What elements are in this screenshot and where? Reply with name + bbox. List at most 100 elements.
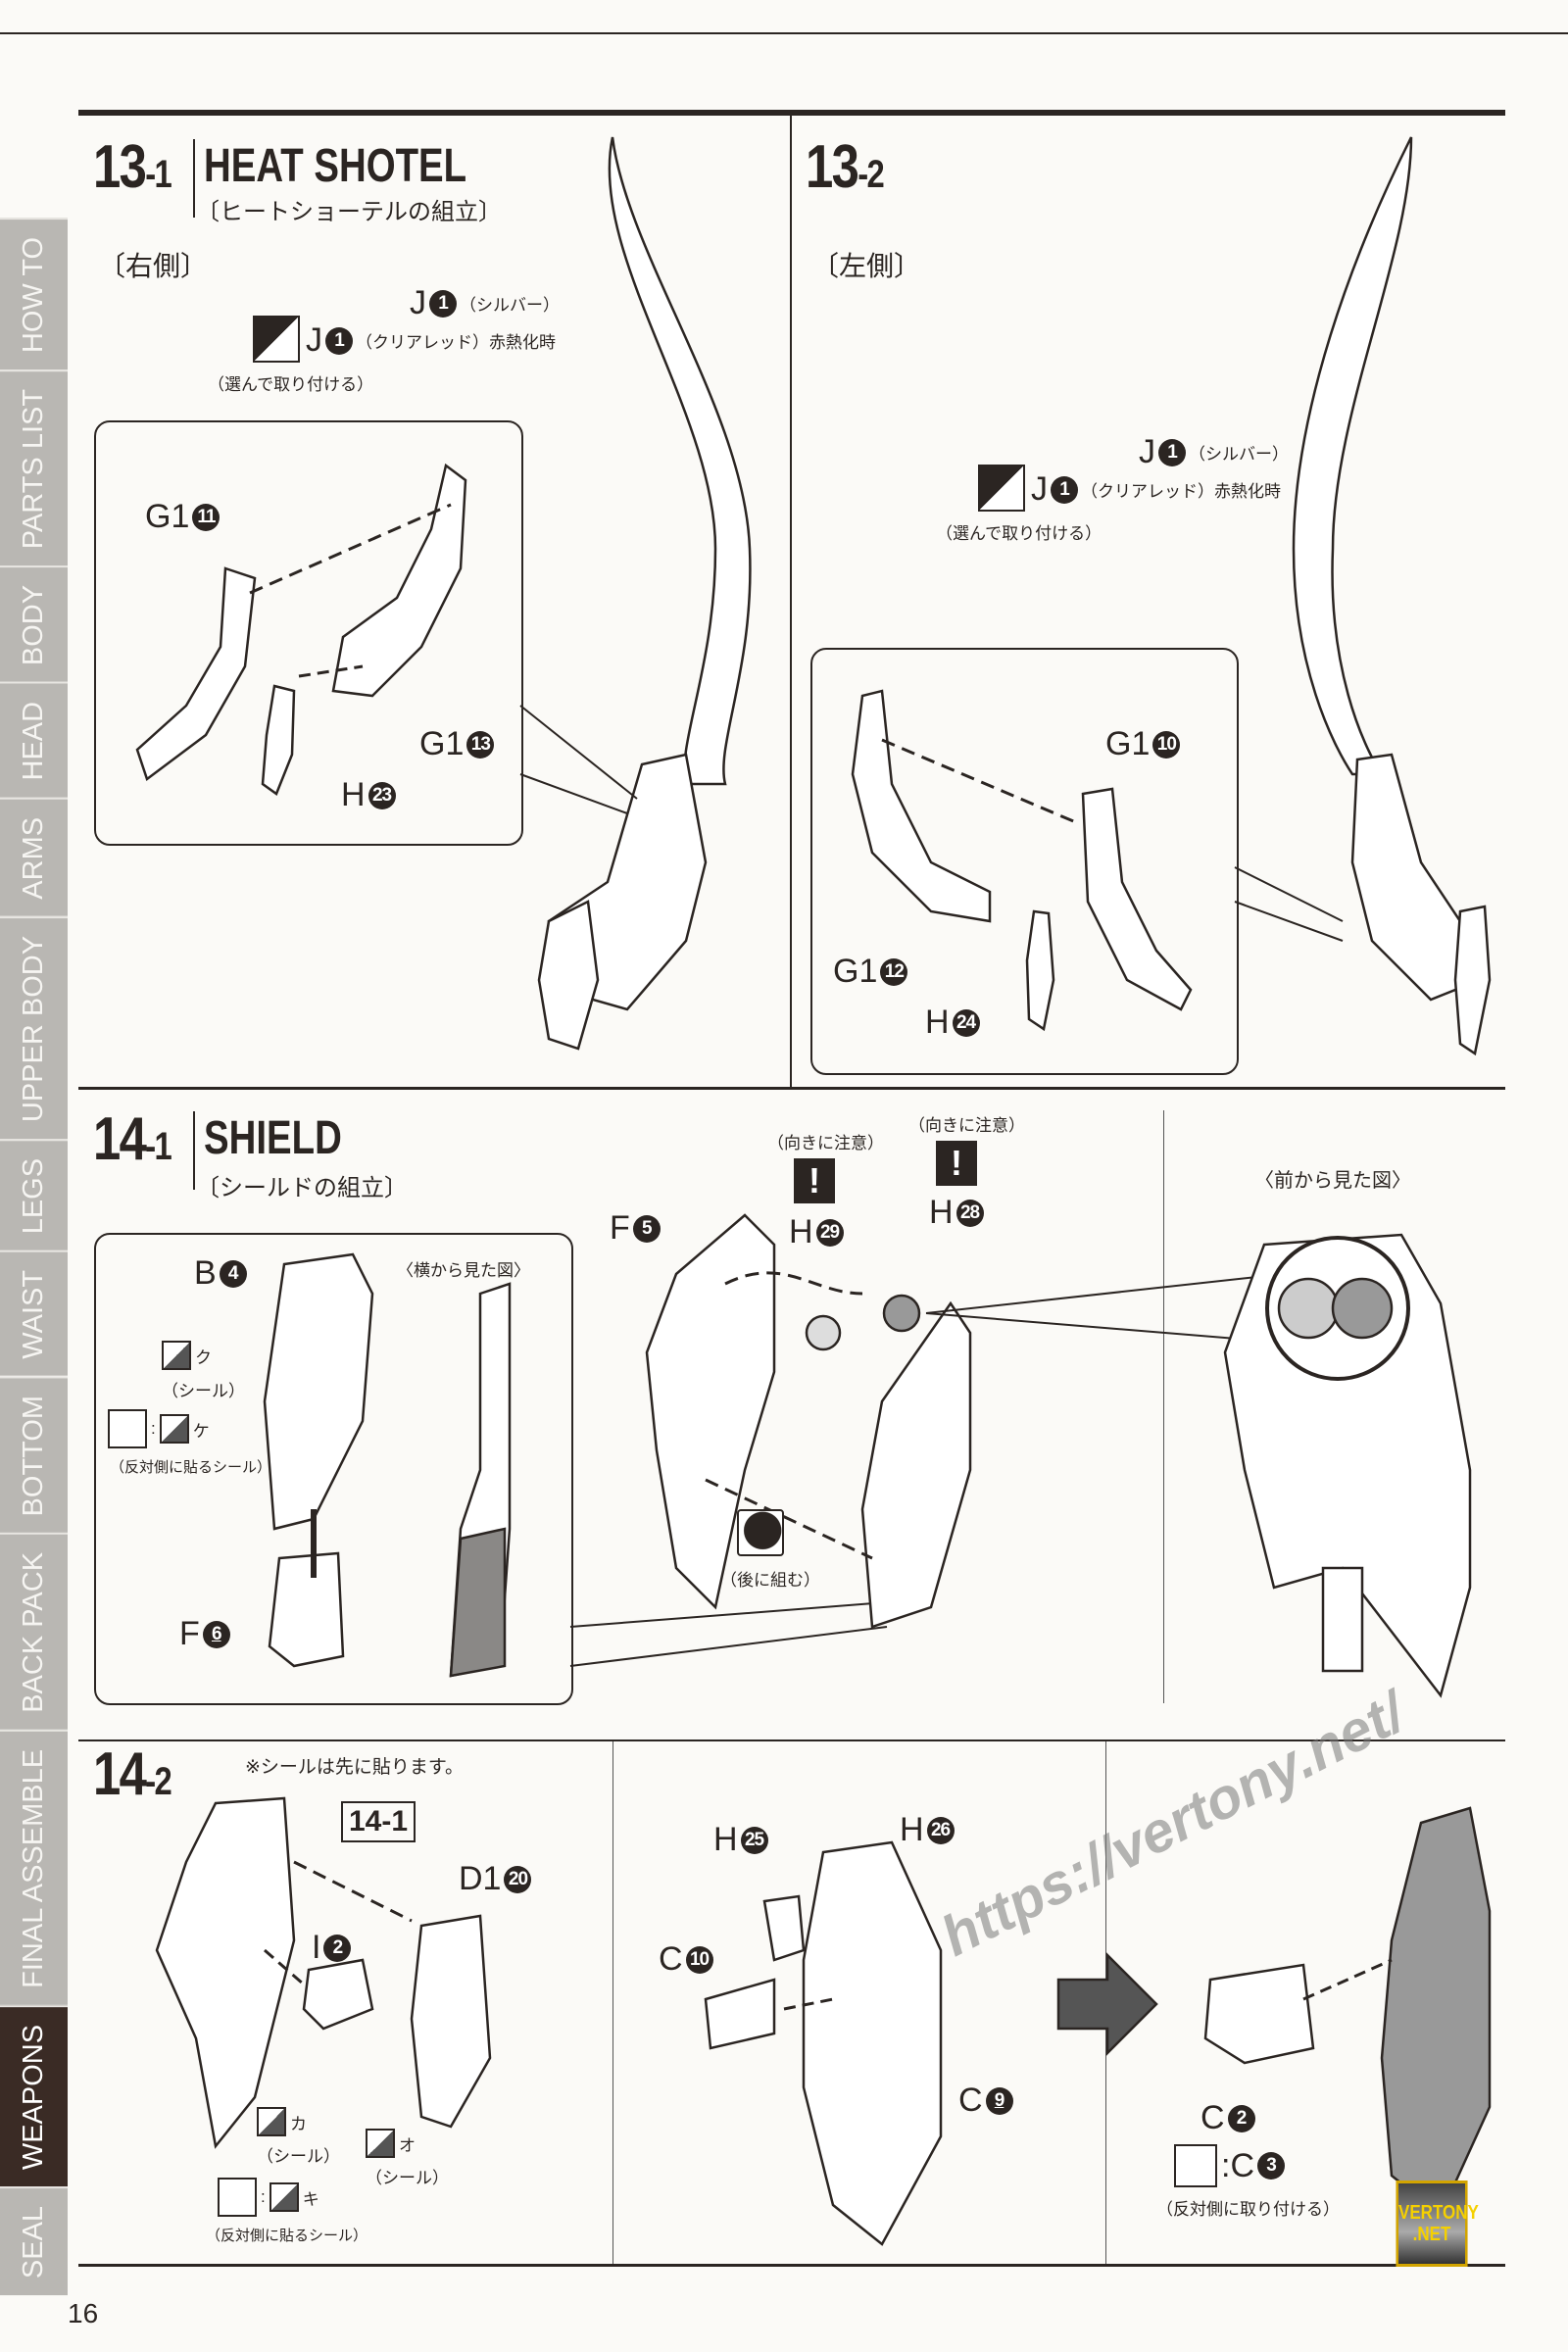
step-number-14-1: 14-1 (93, 1105, 172, 1173)
sticker-label: （シール） (162, 1382, 245, 1400)
part-h29 (805, 1314, 842, 1351)
shotel-blade-right (608, 136, 752, 786)
shotel-handle-left (1453, 905, 1492, 1056)
choose-icon (253, 316, 300, 368)
caution-note-h28: （向きに注意） (908, 1116, 1025, 1135)
caution-icon: ! (794, 1158, 835, 1203)
sticker-icon (162, 1341, 191, 1370)
shield-side-14-2 (1380, 1806, 1492, 2217)
opposite-sticker-note: （反対側に貼るシール） (110, 1459, 272, 1476)
step-title-shield: SHIELD (204, 1112, 342, 1164)
step14-1-divider (1163, 1110, 1164, 1703)
reference-box-14-1: 14-1 (341, 1801, 416, 1842)
part-shield-frame (860, 1300, 972, 1629)
choose-icon-left (978, 465, 1025, 516)
part-g1-13 (331, 463, 467, 698)
part-g1-12 (851, 689, 992, 923)
step-subtitle: 〔ヒートショーテルの組立〕 (196, 199, 502, 225)
vertony-logo: VERTONY.NET (1396, 2180, 1479, 2267)
footer-rule (78, 2264, 1505, 2267)
step-number-14-2: 14-2 (93, 1740, 172, 1808)
detail-box-13-1 (94, 420, 523, 846)
side-label-left: 〔左側〕 (811, 251, 922, 281)
shotel-blade-left (1292, 136, 1413, 776)
part-f5 (645, 1213, 776, 1610)
sticker-first-note: ※シールは先に貼ります。 (245, 1757, 465, 1778)
title-divider (193, 139, 195, 218)
sticker-icon (257, 2107, 286, 2136)
caution-icon: ! (936, 1141, 977, 1186)
front-view-label: 〈前から見た図〉 (1254, 1170, 1411, 1192)
part-f6 (268, 1551, 345, 1668)
step-number-13-2: 13-2 (806, 133, 885, 201)
side-view-label: 〈横から見た図〉 (397, 1261, 530, 1280)
sticker-icon (159, 1414, 189, 1444)
section-rule-14-2 (78, 1740, 1505, 1741)
sticker-ke-opposite: :ケ (108, 1409, 210, 1448)
assemble-later-icon (737, 1509, 784, 1556)
part-g1-10 (1081, 787, 1193, 1011)
choose-note-left: （選んで取り付ける） (936, 524, 1102, 543)
opposite-sticker-note-14-2: （反対側に貼るシール） (206, 2228, 368, 2244)
part-d1-20 (410, 1914, 492, 2129)
opposite-attach-note: （反対側に取り付ける） (1156, 2200, 1340, 2219)
part-h24 (1025, 909, 1055, 1032)
step-title-heat-shotel: HEAT SHOTEL (204, 140, 467, 192)
detail-box-13-2 (810, 648, 1239, 1075)
direction-arrow (1056, 1951, 1158, 2057)
step-number-13-1: 13-1 (93, 133, 172, 201)
sticker-ki-opposite: :キ (218, 2178, 319, 2217)
step13-divider (790, 113, 792, 1088)
part-c2 (1203, 1963, 1315, 2065)
part-i2 (302, 1958, 374, 2031)
part-h23 (261, 684, 296, 796)
shotel-handle-right (537, 900, 600, 1051)
detail-box-14-1 (94, 1233, 573, 1705)
sticker-icon (269, 2182, 299, 2212)
flip-side-icon (218, 2178, 257, 2217)
caution-note-h29: （向きに注意） (767, 1134, 884, 1152)
top-border (0, 32, 1568, 34)
flip-side-icon (108, 1409, 147, 1448)
side-label-right: 〔右側〕 (98, 251, 209, 281)
flip-side-icon (1174, 2144, 1217, 2187)
section-rule-14 (78, 1087, 1505, 1090)
header-rule (78, 110, 1505, 116)
sticker-label-o: （シール） (366, 2169, 449, 2187)
step14-2-divider-1 (612, 1741, 613, 2264)
sticker-ka: カ (257, 2107, 307, 2136)
sticker-ku: ク (162, 1341, 212, 1370)
step-subtitle-shield: 〔シールドの組立〕 (196, 1175, 408, 1201)
sticker-o: オ (366, 2129, 416, 2158)
assembled-shield-14-1 (155, 1796, 296, 2149)
sticker-label-ka: （シール） (257, 2147, 340, 2166)
part-h25 (762, 1894, 806, 1962)
part-c10 (704, 1978, 776, 2050)
part-b4 (263, 1252, 374, 1531)
assemble-later-note: （後に組む） (720, 1571, 820, 1590)
page-number: 16 (68, 2298, 99, 2328)
part-g1-11 (135, 566, 257, 782)
